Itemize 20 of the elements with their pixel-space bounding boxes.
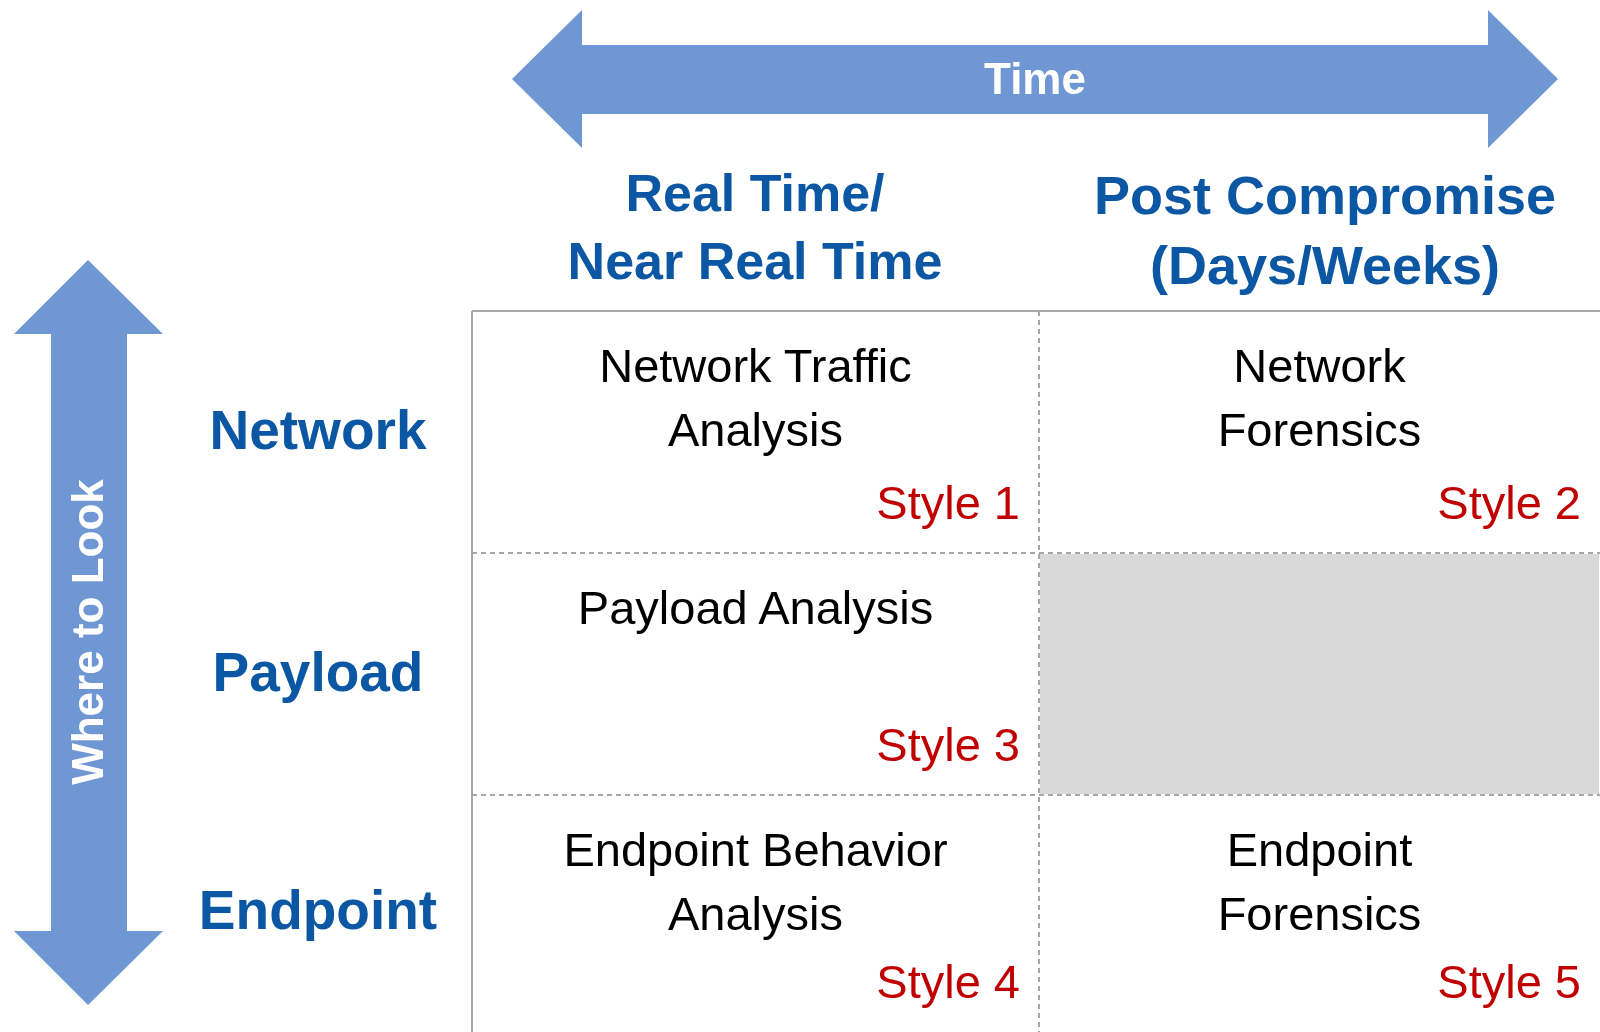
cell-title: Payload Analysis xyxy=(576,580,935,636)
style-label: Style 2 xyxy=(1437,475,1581,530)
cell-title: Network Forensics xyxy=(1216,338,1423,458)
double-arrow-shape xyxy=(512,10,1558,148)
style-label: Style 3 xyxy=(876,717,1020,772)
cell-title: Network Traffic Analysis xyxy=(598,338,913,458)
cell-title: Endpoint Forensics xyxy=(1216,822,1423,942)
cell-title: Endpoint Behavior Analysis xyxy=(562,822,949,942)
row-header: Payload xyxy=(211,640,425,705)
row-header: Network xyxy=(208,398,428,463)
double-arrow-shape xyxy=(14,260,163,1005)
shaded-cell xyxy=(1040,554,1599,794)
style-label: Style 5 xyxy=(1437,954,1581,1009)
arrow-label: Where to Look xyxy=(63,479,113,785)
arrow-label: Time xyxy=(983,54,1087,104)
style-label: Style 4 xyxy=(876,954,1020,1009)
column-header: Real Time/ Near Real Time xyxy=(566,163,944,292)
column-header: Post Compromise (Days/Weeks) xyxy=(1092,164,1558,298)
row-header: Endpoint xyxy=(197,878,439,943)
style-label: Style 1 xyxy=(876,475,1020,530)
